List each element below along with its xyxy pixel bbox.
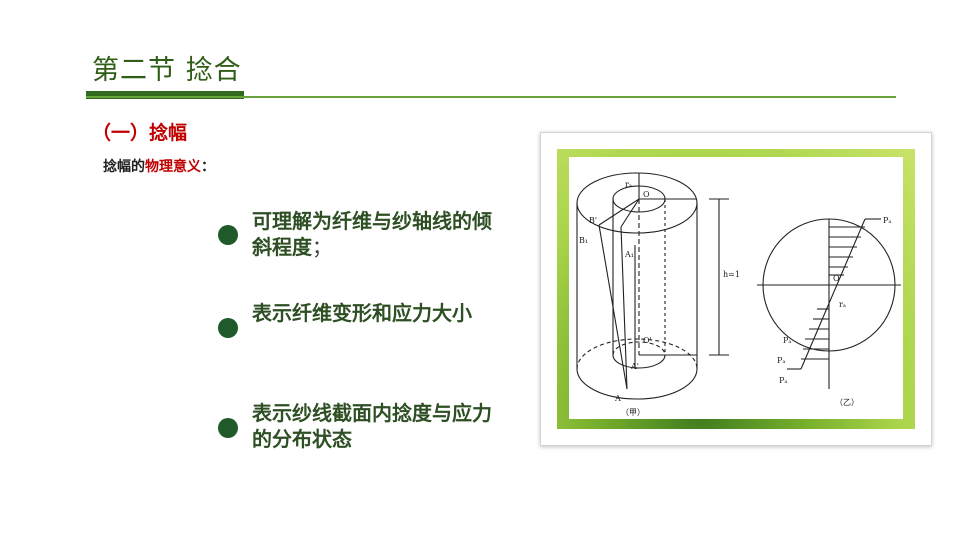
label-O-right: O' [833,274,842,283]
fiber-inner [620,226,628,390]
label-r: rₐ [625,180,632,189]
label-B-prime: B' [589,216,597,225]
cylinder-bottom-back [576,338,698,370]
label-A-prime: A' [630,362,639,371]
label-O-prime: O' [643,336,652,345]
title-underline-accent [86,91,244,99]
section-heading: （一）捻幅 [92,122,188,144]
subtitle-highlight: 物理意义 [145,159,201,175]
subtitle-prefix: 捻幅的 [103,159,145,175]
label-Pa-low: Pₐ [777,356,785,365]
bullet-dot-icon [218,318,238,338]
cylinder-bottom-inner-front [612,354,666,369]
bullet-item-text: 表示纤维变形和应力大小 [252,301,472,325]
stress-line [800,218,866,370]
cylinder-bottom-front [576,368,698,400]
bullet-item-text: 表示纱线截面内捻度与应力的分布状态 [252,401,492,451]
twist-diagram-svg: O O' A A' A₁ B' B₁ rₐ h=1 （甲） [576,172,901,417]
figure-frame: O O' A A' A₁ B' B₁ rₐ h=1 （甲） [540,132,932,446]
subtitle-line: 捻幅的物理意义： [103,156,215,176]
bullet-item-text: 可理解为纤维与纱轴线的倾斜程度 [252,209,492,259]
bullet-dot-icon [218,225,238,245]
label-h: h=1 [723,270,740,279]
bullet-item-1: 可理解为纤维与纱轴线的倾斜程度； [252,208,502,260]
title-underline [86,96,896,98]
top-chord [598,198,640,226]
bullet-item-3: 表示纱线截面内捻度与应力的分布状态 [252,400,502,452]
twist-diagram: O O' A A' A₁ B' B₁ rₐ h=1 （甲） [569,157,903,419]
caption-left: （甲） [621,408,645,417]
label-Pa-bottom: Pₐ [779,376,787,385]
subtitle-suffix: ： [201,159,215,175]
label-O: O [643,190,650,199]
label-A: A [614,394,621,403]
top-chord-2 [620,198,640,228]
cylinder-bottom-inner-back [612,341,666,356]
slide-title: 第二节 捻合 [92,55,242,86]
figure-green-background: O O' A A' A₁ B' B₁ rₐ h=1 （甲） [557,149,915,429]
fiber-outer [598,224,628,390]
label-Pa-mid: Pₐ [783,336,791,345]
caption-right: （乙） [835,398,859,407]
bullet-item-suffix: ； [312,235,332,259]
label-ra: rₐ [839,300,846,309]
bullet-dot-icon [218,418,238,438]
label-Pa-top: Pₐ [883,216,891,225]
bullet-item-2: 表示纤维变形和应力大小 [252,300,502,326]
label-B1: B₁ [579,236,588,245]
label-A1: A₁ [624,250,634,259]
